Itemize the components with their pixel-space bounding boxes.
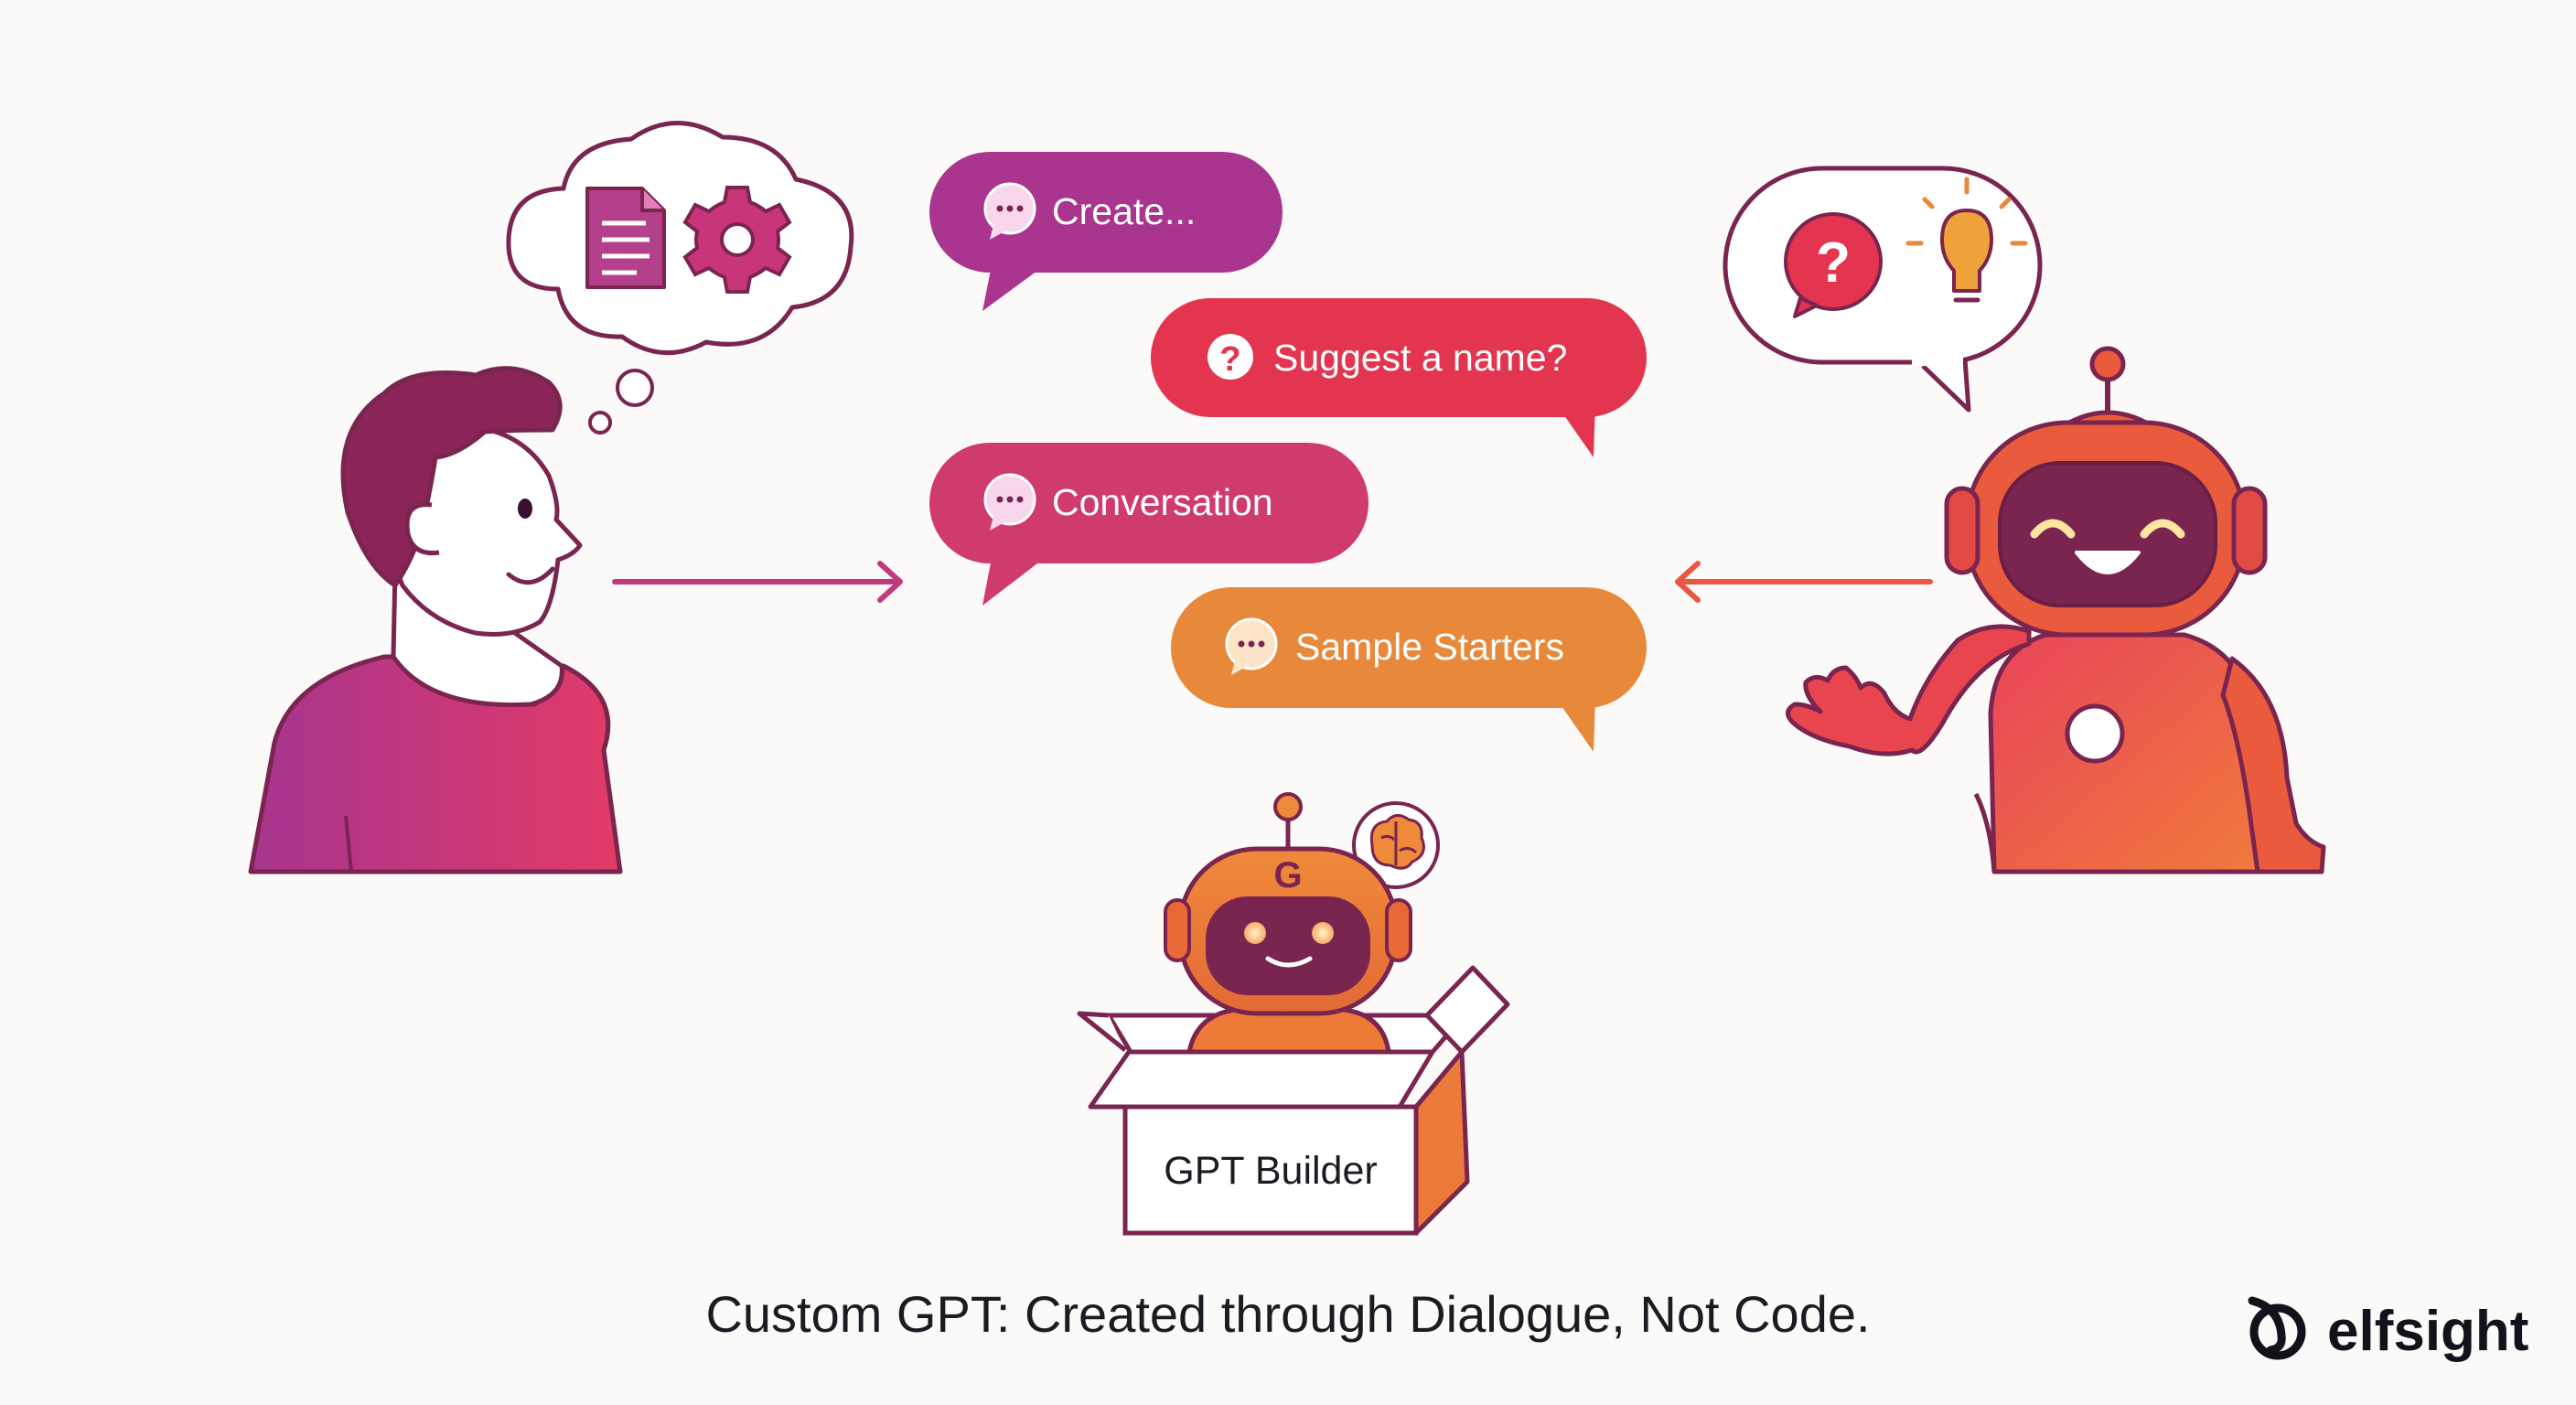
elfsight-logo-text: elfsight: [2327, 1300, 2528, 1363]
gear-icon: [682, 186, 792, 294]
gpt-builder-label: GPT Builder: [1164, 1149, 1377, 1193]
question-icon: ?: [1208, 334, 1253, 380]
chat-dots-icon: [983, 182, 1036, 240]
person-ear: [404, 502, 440, 556]
chat-bubble-conversation: Conversation: [929, 443, 1368, 606]
person-smile: [506, 566, 555, 585]
lightbulb-icon: [1905, 177, 2028, 303]
mini-robot-thought: [1352, 801, 1440, 889]
chat-dots-icon: [1225, 617, 1278, 675]
gpt-builder-robot: G: [1106, 792, 1470, 1055]
robot-left-arm: [1786, 624, 2032, 756]
document-icon: [585, 187, 666, 289]
chat-bubble-conversation-label: Conversation: [1052, 481, 1273, 523]
robot-speech-bubble: ?: [1723, 166, 2043, 413]
robot-body: [1988, 632, 2260, 874]
robot-smile: [2075, 551, 2141, 574]
robot-face-screen: [1998, 461, 2217, 607]
arrow-person-to-chat: [612, 561, 903, 603]
chat-bubble-create-label: Create...: [1052, 190, 1196, 232]
robot-right-arm: [2220, 656, 2326, 874]
mini-robot-badge: G: [1273, 855, 1302, 896]
chat-bubble-suggest-name-label: Suggest a name?: [1273, 337, 1567, 379]
chat-dots-icon: [983, 473, 1036, 531]
elfsight-logo: elfsight: [2248, 1296, 2528, 1363]
robot-chest-light: [2065, 703, 2125, 764]
chat-bubble-sample-starters: Sample Starters: [1171, 587, 1647, 752]
elfsight-swirl-icon: [2248, 1296, 2306, 1360]
person-illustration: [248, 366, 623, 874]
gpt-builder-box: GPT Builder: [1077, 965, 1510, 1236]
question-icon: ?: [1784, 212, 1883, 318]
chat-bubble-sample-starters-label: Sample Starters: [1295, 626, 1564, 668]
svg-text:?: ?: [1219, 340, 1240, 379]
robot-antenna-tip: [2089, 346, 2126, 382]
gpt-builder-box-front: [1122, 1104, 1419, 1236]
robot-assistant: ?: [1723, 166, 2326, 874]
diagram-caption: Custom GPT: Created through Dialogue, No…: [705, 1285, 1870, 1343]
person-thought-cloud: [506, 121, 854, 434]
svg-text:?: ?: [1816, 231, 1851, 295]
arrow-robot-to-chat: [1675, 561, 1933, 603]
brain-icon: [1369, 814, 1425, 870]
chat-bubble-suggest-name: ? Suggest a name?: [1151, 298, 1647, 457]
person-eye: [518, 499, 532, 519]
chat-bubble-create: Create...: [929, 152, 1283, 311]
person-hair: [340, 366, 563, 588]
